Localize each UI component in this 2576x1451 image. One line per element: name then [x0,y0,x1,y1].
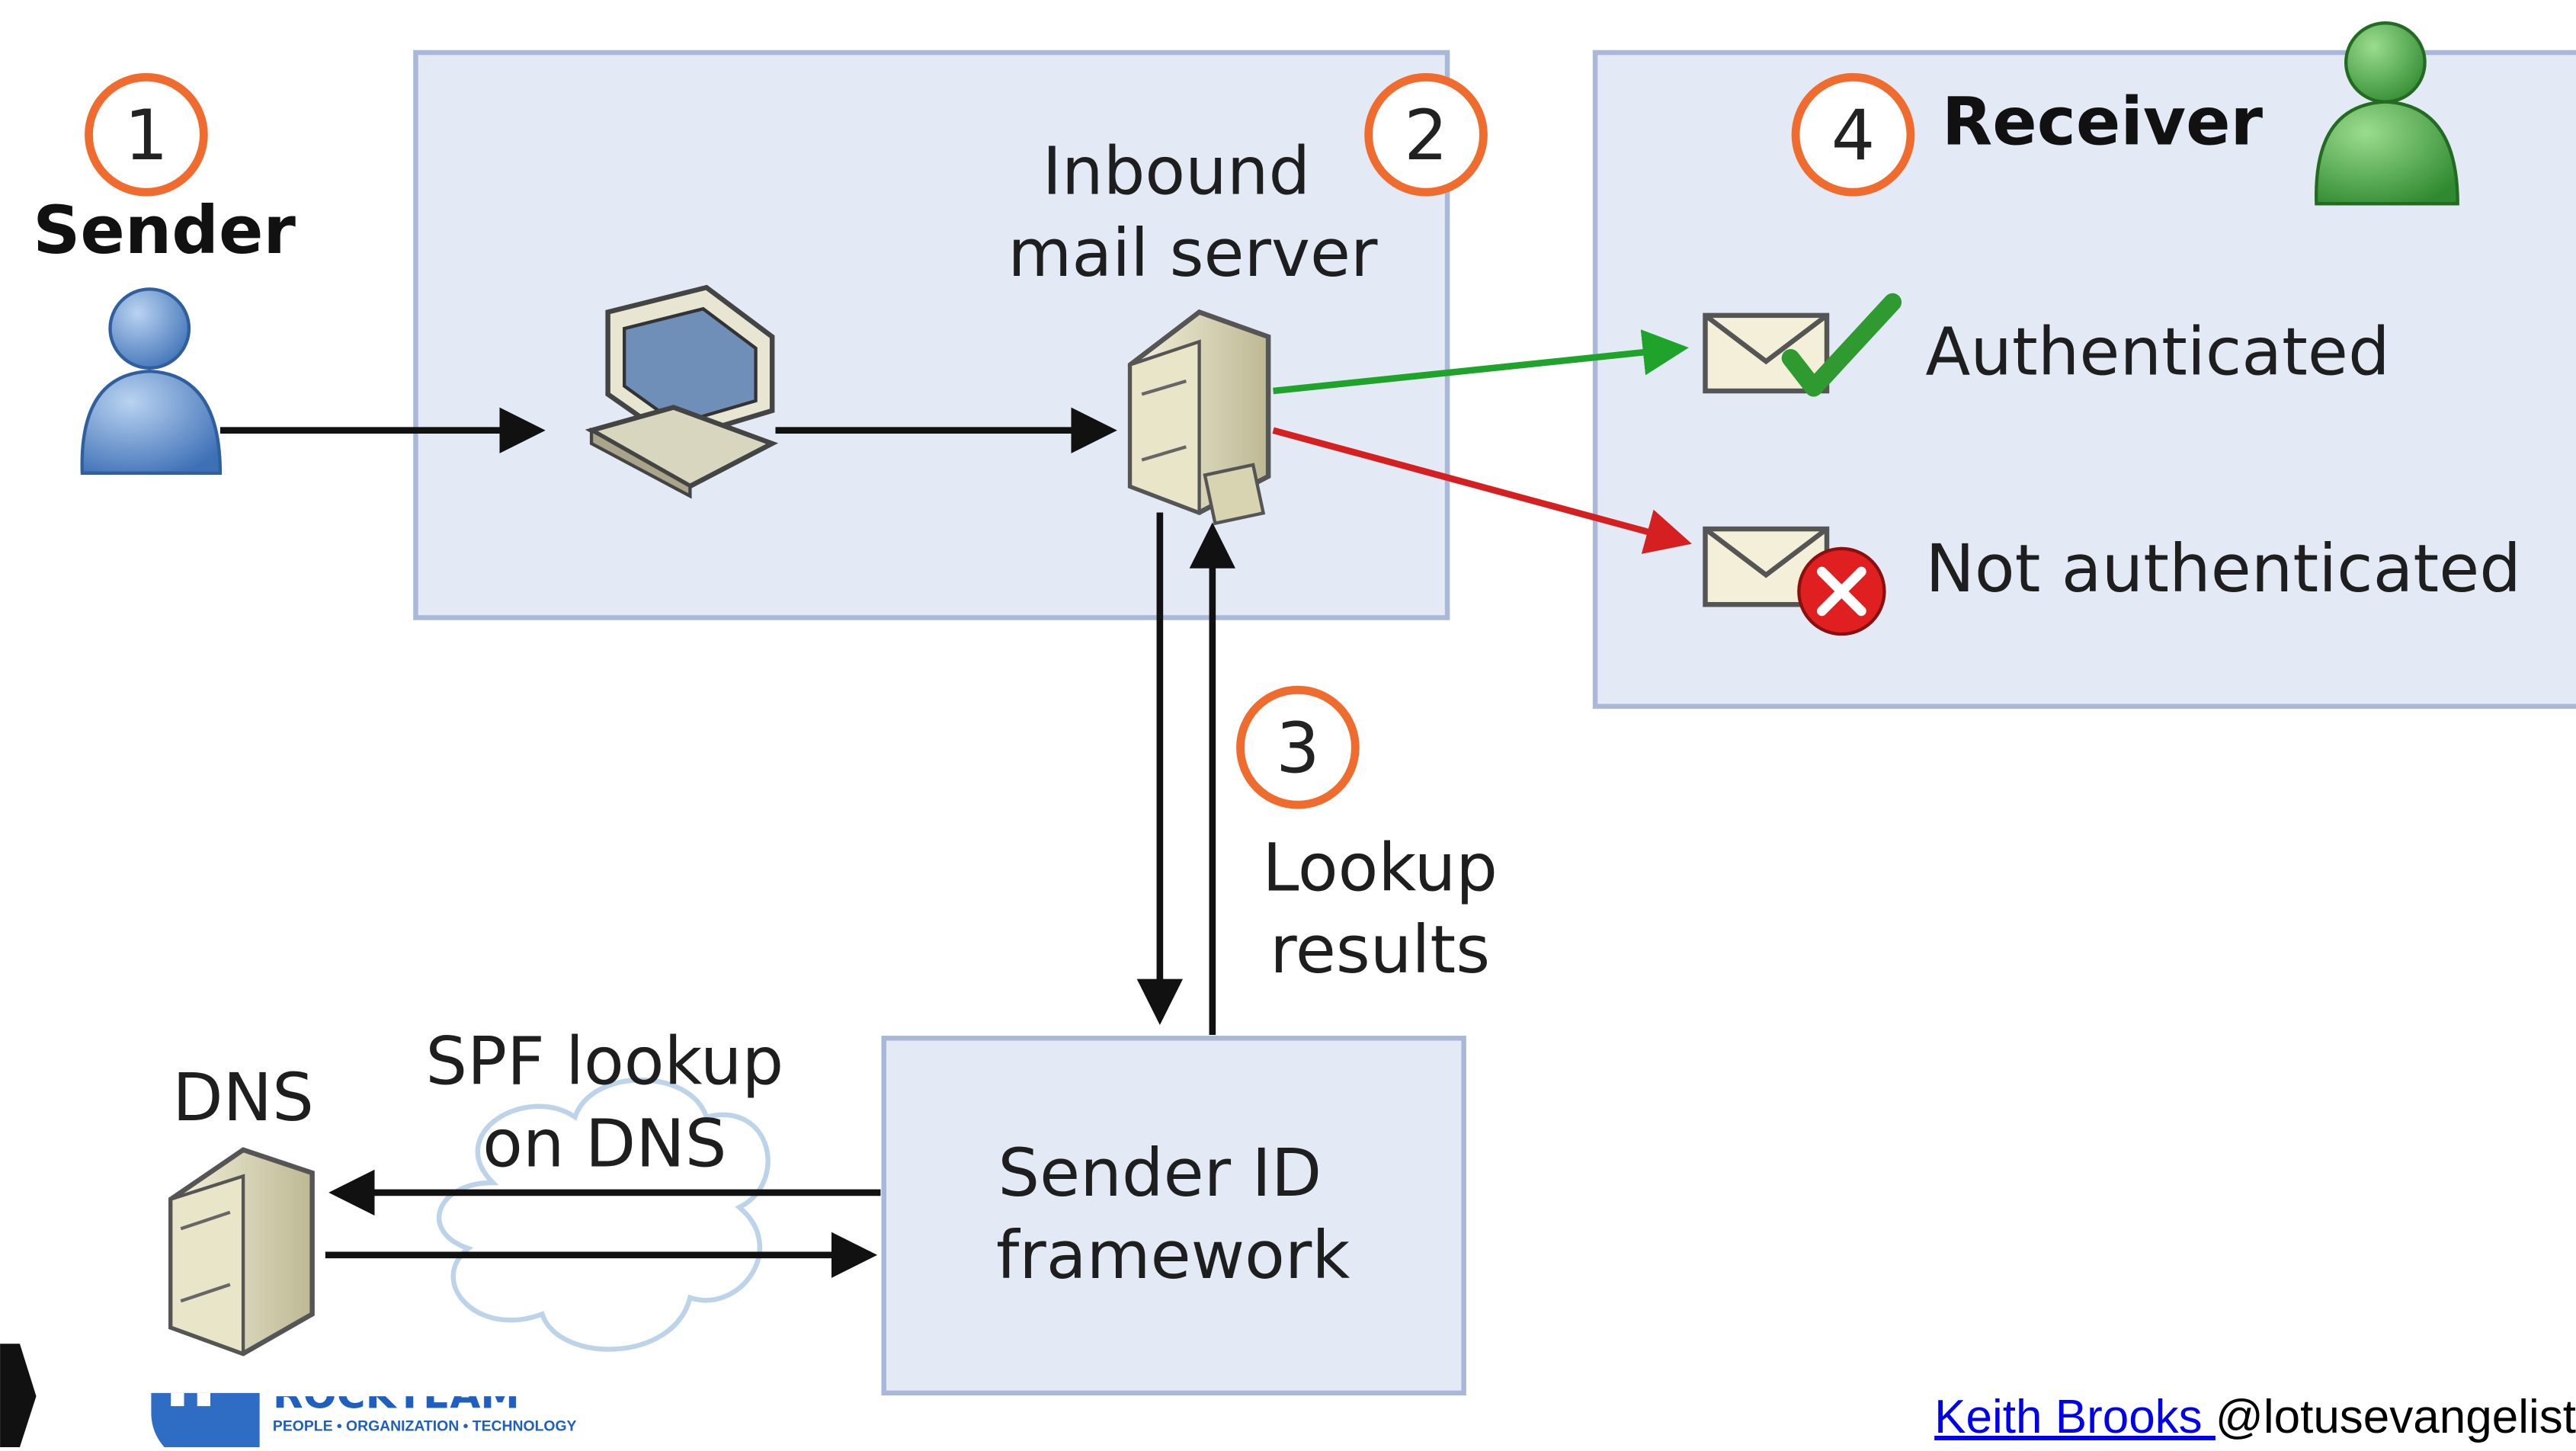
inbound-label-line2: mail server [1008,216,1378,292]
inbound-server-icon [1127,309,1271,526]
authenticated-envelope-icon [1703,312,1830,394]
svg-text:PEOPLE • ORGANIZATION • TECHNO: PEOPLE • ORGANIZATION • TECHNOLOGY [273,1417,577,1434]
spf-label-line1: SPF lookup [425,1024,783,1100]
svg-text:3: 3 [1276,709,1320,789]
arrow-not-authenticated [1272,427,1692,554]
svg-text:1: 1 [124,96,168,176]
spf-label-line2: on DNS [482,1106,726,1182]
receiver-person-icon [2315,21,2459,206]
partial-edge-glyph [0,1344,37,1447]
lookup-label-line1: Lookup [1262,830,1498,906]
svg-text:2: 2 [1404,96,1448,176]
lookup-label-line2: results [1270,912,1490,988]
dns-server-icon [168,1147,315,1357]
framework-label-line2: framework [996,1218,1350,1294]
checkmark-icon [1781,293,1902,397]
logo-crop-mask [262,1373,559,1397]
authenticated-label: Authenticated [1925,314,2389,390]
inbound-box [413,50,1450,620]
framework-label-line1: Sender ID [998,1135,1322,1212]
step-2-badge: 2 [1364,72,1488,197]
inbound-label-line1: Inbound [1043,133,1311,210]
footer-credit: Keith Brooks @lotusevangelist [1934,1390,2576,1444]
sender-person-icon [80,287,223,475]
dns-label: DNS [172,1060,314,1136]
error-x-icon [1797,546,1886,636]
step-1-badge: 1 [85,72,208,197]
sender-label: Sender [33,193,296,269]
computer-icon [585,284,779,499]
not-authenticated-label: Not authenticated [1925,531,2521,607]
framework-box [881,1036,1466,1396]
step-3-badge: 3 [1236,685,1360,809]
author-handle: @lotusevangelist [2215,1391,2576,1443]
cloud-shape [436,1078,771,1352]
arrow-authenticated [1273,329,1689,395]
author-link[interactable]: Keith Brooks [1934,1391,2216,1443]
receiver-label: Receiver [1942,85,2264,161]
step-4-badge: 4 [1791,72,1915,197]
svg-text:4: 4 [1831,96,1876,176]
